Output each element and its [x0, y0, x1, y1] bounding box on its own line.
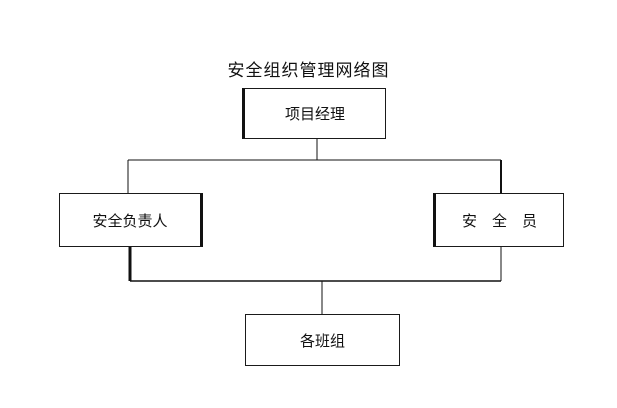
node-safety-officer: 安 全 员: [433, 193, 564, 247]
node-project-manager: 项目经理: [242, 88, 386, 139]
node-safety-responsible-label: 安全负责人: [92, 211, 168, 230]
node-teams: 各班组: [245, 314, 400, 366]
node-teams-label: 各班组: [299, 331, 345, 350]
node-safety-officer-label: 安 全 员: [461, 211, 537, 230]
node-safety-responsible: 安全负责人: [59, 193, 203, 247]
node-project-manager-label: 项目经理: [284, 105, 345, 123]
diagram-title: 安全组织管理网络图: [227, 61, 390, 81]
